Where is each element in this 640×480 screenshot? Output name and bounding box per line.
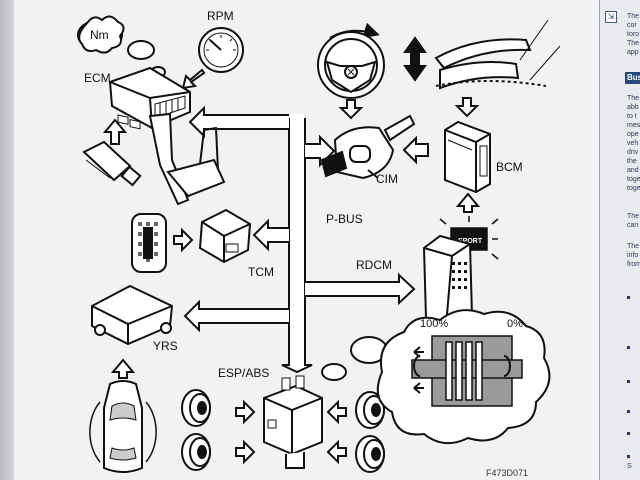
steering-column-icon	[434, 19, 561, 90]
tcm-module-icon	[198, 208, 252, 264]
side-text-line: toro	[627, 31, 640, 38]
side-text-line: The	[627, 40, 640, 47]
side-text-line: ope	[627, 131, 639, 138]
torque-bubble	[77, 15, 173, 90]
tcm-label: TCM	[248, 265, 274, 279]
side-text-line: the	[627, 158, 637, 165]
clutch-thought-bubbles	[321, 336, 388, 381]
bullet	[627, 296, 630, 299]
yrs-module-icon	[91, 284, 174, 346]
bullet	[627, 455, 630, 458]
column-to-bcm-arrow	[454, 97, 480, 118]
p-bus-label: P-BUS	[326, 212, 363, 226]
cim-label: CIM	[376, 172, 398, 186]
side-text-line: The	[627, 243, 640, 250]
side-text-line: veh	[627, 140, 639, 147]
rdcm-label: RDCM	[356, 258, 392, 272]
side-text-line: can	[627, 222, 639, 229]
sensor-to-ecm-arrow	[102, 118, 128, 145]
side-bottom-text: S	[627, 463, 632, 470]
gear-selector-icon	[131, 213, 167, 273]
bullet	[627, 380, 630, 383]
rpm-gauge-icon	[198, 27, 244, 73]
left-margin	[0, 0, 14, 480]
pct-0-label: 0%	[507, 318, 523, 330]
side-text-line: The	[627, 213, 640, 220]
side-text-line: driv	[627, 149, 639, 156]
rpm-arrow	[181, 68, 206, 90]
car-to-yrs-arrow	[110, 358, 136, 379]
cim-module-icon	[320, 114, 416, 180]
side-text-line: mes	[627, 122, 640, 129]
side-heading: Bus	[625, 72, 640, 84]
clutch-pack-icon	[411, 335, 523, 407]
bullet	[627, 410, 630, 413]
bus-diagram: Nm RPM	[77, 9, 561, 478]
figure-code: F473D071	[486, 468, 528, 478]
side-text-line: info	[627, 252, 639, 259]
wheel-to-esp-arrows	[235, 399, 347, 465]
doc-icon[interactable]: ⇲	[605, 11, 617, 23]
side-text-line: toge	[627, 176, 640, 183]
wheel-sensor-icons	[181, 389, 385, 473]
sport-to-bcm-arrow	[455, 192, 481, 213]
bcm-label: BCM	[496, 160, 523, 174]
sport-label: SPORT	[458, 238, 483, 245]
yrs-label: YRS	[153, 339, 178, 353]
car-topview-icon	[89, 380, 157, 473]
pct-100-label: 100%	[420, 318, 448, 330]
side-text-line: to t	[627, 113, 637, 120]
diagram-panel: Nm RPM	[14, 0, 599, 480]
side-text-line: app	[627, 49, 639, 56]
bullet	[627, 432, 630, 435]
side-text-line: toge	[627, 185, 640, 192]
accelerator-pedal-icon	[148, 112, 226, 206]
side-text-line: from	[627, 261, 640, 268]
bullet	[627, 346, 630, 349]
side-text-line: abb	[627, 104, 639, 111]
bcm-module-icon	[444, 120, 491, 194]
side-text-line: cor	[627, 22, 637, 29]
esp-abs-unit-icon	[263, 375, 323, 469]
rpm-label: RPM	[207, 9, 234, 23]
side-text-line: and	[627, 167, 639, 174]
bcm-to-cim-arrow	[402, 135, 429, 165]
esp-abs-label: ESP/ABS	[218, 366, 269, 380]
steering-wheel-icon	[317, 22, 385, 99]
wheel-to-cim-arrow	[338, 99, 364, 120]
ecm-label: ECM	[84, 71, 111, 85]
side-text-line: The	[627, 95, 640, 102]
side-text-line: The	[627, 13, 640, 20]
height-adjust-arrow	[403, 36, 427, 82]
gear-to-tcm-arrow	[173, 227, 194, 253]
brake-switch-icon	[82, 140, 142, 187]
nm-label: Nm	[90, 28, 109, 42]
